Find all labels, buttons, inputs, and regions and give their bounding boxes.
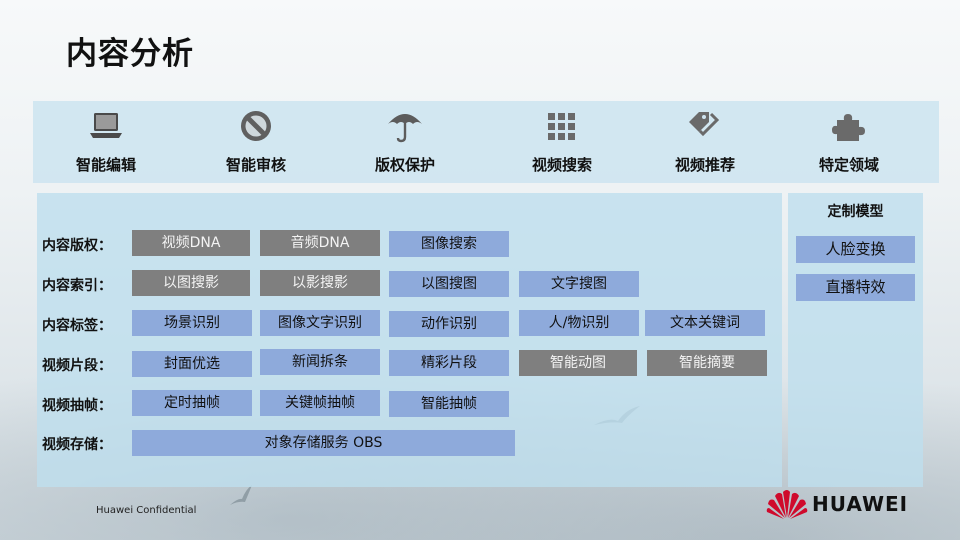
feature-specific-domain[interactable]: 特定领域 (789, 101, 909, 183)
prohibited-icon (241, 111, 271, 141)
laptop-icon (90, 113, 122, 138)
feature-label: 版权保护 (374, 156, 435, 174)
chip-image-to-video[interactable]: 以图搜影 (132, 270, 250, 296)
huawei-logo: HUAWEI (766, 488, 936, 520)
chip-image-to-image[interactable]: 以图搜图 (389, 271, 509, 297)
chip-video-dna[interactable]: 视频DNA (132, 230, 250, 256)
chip-smart-gif[interactable]: 智能动图 (519, 350, 637, 376)
chip-keyframes[interactable]: 关键帧抽帧 (260, 390, 380, 416)
feature-video-search[interactable]: 视频搜索 (502, 101, 622, 183)
chip-image-search[interactable]: 图像搜索 (389, 231, 509, 257)
feature-smart-review[interactable]: 智能审核 (196, 101, 316, 183)
grid-icon (548, 113, 575, 140)
huawei-wordmark: HUAWEI (812, 492, 909, 516)
feature-label: 视频搜索 (531, 156, 592, 174)
row-label-clips: 视频片段： (42, 358, 112, 374)
chip-scene-recognition[interactable]: 场景识别 (132, 310, 252, 336)
row-label-storage: 视频存储： (42, 437, 112, 453)
puzzle-icon (832, 114, 865, 141)
chip-action-recognition[interactable]: 动作识别 (389, 311, 509, 337)
tags-icon (689, 112, 720, 137)
chip-ocr[interactable]: 图像文字识别 (260, 310, 380, 336)
chip-text-keywords[interactable]: 文本关键词 (645, 310, 765, 336)
page-title: 内容分析 (66, 36, 194, 72)
chip-person-object-recognition[interactable]: 人/物识别 (519, 310, 639, 336)
custom-model-panel: 定制模型 人脸变换 直播特效 (788, 193, 923, 487)
feature-bar: 智能编辑 智能审核 版权保护 视频搜索 视频推 (33, 101, 939, 183)
feature-label: 智能审核 (225, 156, 286, 174)
feature-copyright-protection[interactable]: 版权保护 (345, 101, 465, 183)
feature-label: 特定领域 (818, 156, 879, 174)
chip-smart-frames[interactable]: 智能抽帧 (389, 391, 509, 417)
chip-timed-frames[interactable]: 定时抽帧 (132, 390, 252, 416)
feature-label: 智能编辑 (75, 156, 136, 174)
umbrella-icon (388, 114, 422, 143)
row-label-frames: 视频抽帧： (42, 398, 112, 414)
chip-obs-storage[interactable]: 对象存储服务 OBS (132, 430, 515, 456)
row-label-copyright: 内容版权： (42, 238, 112, 254)
live-effects-button[interactable]: 直播特效 (796, 274, 915, 301)
feature-label: 视频推荐 (674, 156, 735, 174)
chip-news-splitting[interactable]: 新闻拆条 (260, 349, 380, 375)
face-swap-button[interactable]: 人脸变换 (796, 236, 915, 263)
chip-smart-summary[interactable]: 智能摘要 (647, 350, 767, 376)
seagull-illustration-small (230, 485, 252, 505)
feature-smart-edit[interactable]: 智能编辑 (46, 101, 166, 183)
chip-text-to-image[interactable]: 文字搜图 (519, 271, 639, 297)
huawei-flower-icon (766, 490, 808, 519)
chip-highlights[interactable]: 精彩片段 (389, 350, 509, 376)
chip-cover-selection[interactable]: 封面优选 (132, 351, 252, 377)
row-label-index: 内容索引： (42, 278, 112, 294)
chip-video-to-video[interactable]: 以影搜影 (260, 270, 380, 296)
feature-video-recommend[interactable]: 视频推荐 (645, 101, 765, 183)
custom-model-title: 定制模型 (827, 204, 884, 220)
row-label-tags: 内容标签： (42, 318, 112, 334)
chip-audio-dna[interactable]: 音频DNA (260, 230, 380, 256)
confidential-notice: Huawei Confidential (96, 505, 197, 516)
